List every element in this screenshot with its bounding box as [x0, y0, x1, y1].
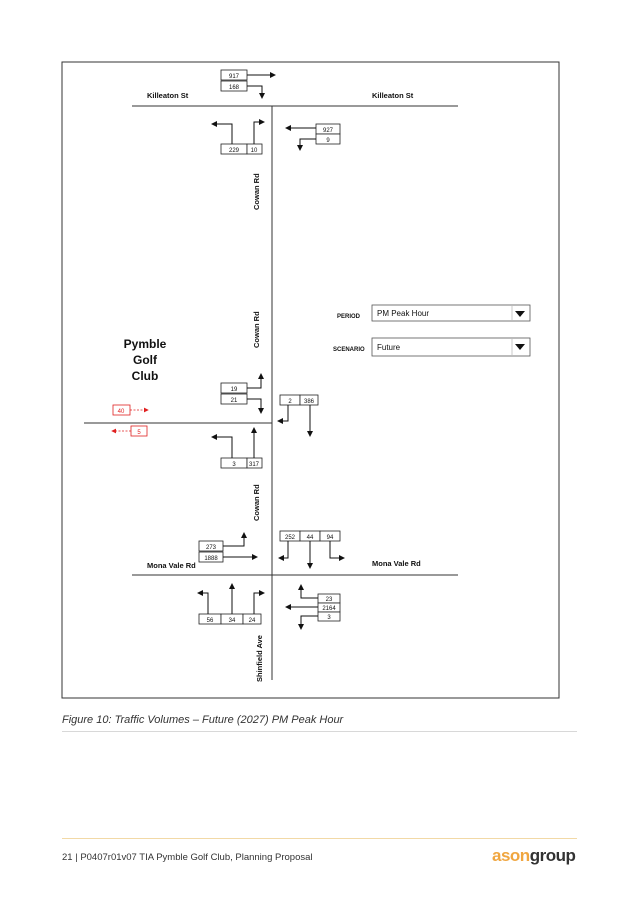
scenario-label: SCENARIO — [333, 347, 365, 353]
period-select-value: PM Peak Hour — [377, 309, 429, 318]
caption-divider — [62, 731, 577, 732]
diagram-frame — [61, 61, 560, 699]
chevron-down-icon — [515, 344, 525, 350]
svg-text:19: 19 — [231, 387, 238, 393]
svg-text:273: 273 — [206, 545, 217, 551]
mona-vale-rd-east-label: Mona Vale Rd — [372, 559, 421, 568]
svg-text:24: 24 — [249, 618, 256, 624]
access-west-volumes: 40 5 — [111, 404, 149, 437]
monavale-north-volumes: 252 44 94 — [278, 530, 345, 569]
cowan-rd-north-label: Cowan Rd — [252, 173, 261, 210]
svg-text:21: 21 — [231, 398, 238, 404]
monavale-east-volumes: 23 2164 3 — [285, 584, 341, 630]
access-north-volumes: 2 386 — [277, 394, 319, 437]
svg-text:9: 9 — [326, 138, 330, 144]
svg-text:5: 5 — [137, 430, 141, 436]
cowan-rd-mid-label: Cowan Rd — [252, 311, 261, 348]
figure-caption: Figure 10: Traffic Volumes – Future (202… — [62, 714, 344, 726]
club-name-line-2: Golf — [133, 353, 158, 367]
page-footer: 21 | P0407r01v07 TIA Pymble Golf Club, P… — [62, 852, 313, 863]
killeaton-east-volumes: 927 9 — [285, 123, 341, 151]
svg-text:23: 23 — [326, 597, 333, 603]
period-select[interactable]: PM Peak Hour — [371, 304, 531, 322]
svg-text:10: 10 — [251, 148, 258, 154]
svg-text:2: 2 — [288, 399, 292, 405]
traffic-diagram: Killeaton St Killeaton St Cowan Rd Cowan… — [61, 61, 560, 699]
scenario-select-value: Future — [377, 343, 401, 352]
killeaton-southwest-volumes: 229 10 — [211, 119, 265, 155]
svg-text:3: 3 — [327, 615, 331, 621]
club-name-line-3: Club — [132, 369, 159, 383]
killeaton-st-west-label: Killeaton St — [147, 91, 189, 100]
svg-text:94: 94 — [327, 535, 334, 541]
mona-vale-rd-west-label: Mona Vale Rd — [147, 561, 196, 570]
access-bottom-volumes: 3 317 — [211, 427, 263, 469]
svg-text:229: 229 — [229, 148, 240, 154]
svg-text:2164: 2164 — [322, 606, 336, 612]
period-label: PERIOD — [337, 314, 361, 320]
killeaton-st-east-label: Killeaton St — [372, 91, 414, 100]
monavale-south-volumes: 56 34 24 — [197, 583, 265, 625]
cowan-rd-south-label: Cowan Rd — [252, 484, 261, 521]
access-south-volumes: 19 21 — [220, 373, 264, 414]
svg-text:34: 34 — [229, 618, 236, 624]
svg-text:386: 386 — [304, 399, 315, 405]
svg-text:317: 317 — [249, 462, 260, 468]
svg-text:168: 168 — [229, 85, 240, 91]
footer-divider — [62, 838, 577, 839]
svg-text:40: 40 — [118, 409, 125, 415]
svg-text:44: 44 — [307, 535, 314, 541]
ason-group-logo: asongroup — [492, 846, 576, 865]
svg-text:56: 56 — [207, 618, 214, 624]
chevron-down-icon — [515, 311, 525, 317]
svg-text:927: 927 — [323, 128, 334, 134]
svg-text:3: 3 — [232, 462, 236, 468]
svg-text:917: 917 — [229, 74, 240, 80]
monavale-west-volumes: 273 1888 — [198, 532, 258, 563]
club-name-line-1: Pymble — [124, 337, 167, 351]
scenario-select[interactable]: Future — [371, 337, 531, 357]
svg-text:1888: 1888 — [204, 556, 218, 562]
killeaton-north-volumes: 917 168 — [220, 69, 276, 99]
svg-text:252: 252 — [285, 535, 296, 541]
shinfield-ave-label: Shinfield Ave — [255, 635, 264, 682]
